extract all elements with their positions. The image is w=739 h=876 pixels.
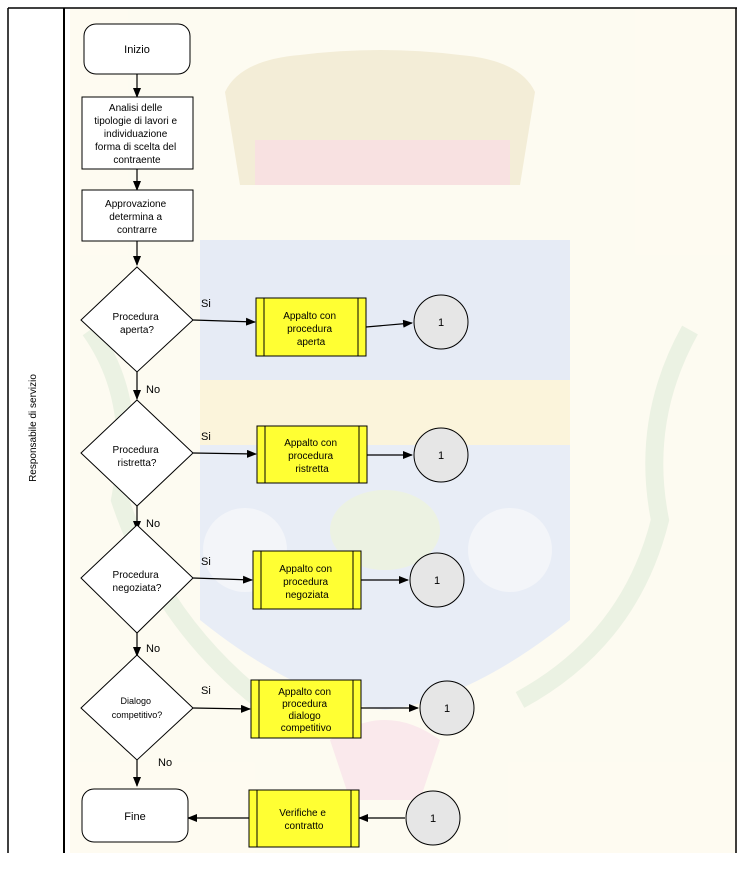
- svg-text:Procedura aperta?: Procedura aperta?: [113, 312, 162, 336]
- decision-negoziata: Procedura negoziata?: [80, 524, 194, 634]
- svg-text:1: 1: [444, 703, 450, 715]
- yes-label-1: Si: [201, 298, 211, 310]
- process-verifiche: Verifiche e contratto: [248, 789, 360, 848]
- connector-4: 1: [419, 680, 475, 736]
- decision-ristretta: Procedura ristretta?: [80, 399, 194, 507]
- yes-label-3: Si: [201, 556, 211, 568]
- approval-text: Approvazione determina a contrarre: [105, 199, 169, 236]
- svg-text:1: 1: [430, 813, 436, 825]
- svg-text:Appalto con procedura: Appalto con procedura dialogo competitiv…: [278, 687, 334, 734]
- svg-text:Procedura ristretta?: Procedura ristretta?: [113, 445, 162, 469]
- connector-2: 1: [413, 427, 469, 483]
- svg-text:Verifiche e contratto: Verifiche e contratto: [279, 808, 328, 832]
- svg-text:Appalto con procedura: Appalto con procedura ristretta: [284, 438, 340, 475]
- end-terminator: Fine: [81, 788, 189, 843]
- decision-dialogo: Dialogo competitivo?: [80, 654, 194, 761]
- decision-aperta: Procedura aperta?: [80, 266, 194, 373]
- svg-text:1: 1: [434, 575, 440, 587]
- process-ristretta: Appalto con procedura ristretta: [256, 425, 368, 484]
- flow-arrows: [133, 74, 419, 822]
- connector-1: 1: [413, 294, 469, 350]
- svg-text:Dialogo competitivo?: Dialogo competitivo?: [112, 696, 163, 720]
- connector-5: 1: [405, 790, 461, 846]
- analysis-process: Analisi delle tipologie di lavori e indi…: [81, 96, 194, 170]
- yes-label-2: Si: [201, 431, 211, 443]
- process-dialogo: Appalto con procedura dialogo competitiv…: [250, 679, 362, 739]
- connector-3: 1: [409, 552, 465, 608]
- start-label: Inizio: [124, 44, 150, 56]
- svg-text:Procedura negoziata?: Procedura negoziata?: [113, 570, 162, 594]
- swimlane-frame: [7, 7, 737, 853]
- no-label-3: No: [146, 643, 160, 655]
- approval-process: Approvazione determina a contrarre: [81, 189, 194, 242]
- no-label-2: No: [146, 518, 160, 530]
- process-aperta: Appalto con procedura aperta: [255, 297, 367, 357]
- svg-text:1: 1: [438, 450, 444, 462]
- svg-text:Appalto con procedura: Appalto con procedura negoziata: [279, 564, 335, 601]
- svg-text:Appalto con procedura: Appalto con procedura aperta: [283, 311, 339, 348]
- yes-label-4: Si: [201, 685, 211, 697]
- start-terminator: Inizio: [83, 23, 191, 75]
- process-negoziata: Appalto con procedura negoziata: [252, 550, 362, 610]
- no-label-1: No: [146, 384, 160, 396]
- swimlane-label: Responsabile di servizio: [28, 374, 39, 482]
- no-label-4: No: [158, 757, 172, 769]
- analysis-text: Analisi delle tipologie di lavori e indi…: [94, 103, 180, 166]
- end-label: Fine: [124, 811, 145, 823]
- svg-text:1: 1: [438, 317, 444, 329]
